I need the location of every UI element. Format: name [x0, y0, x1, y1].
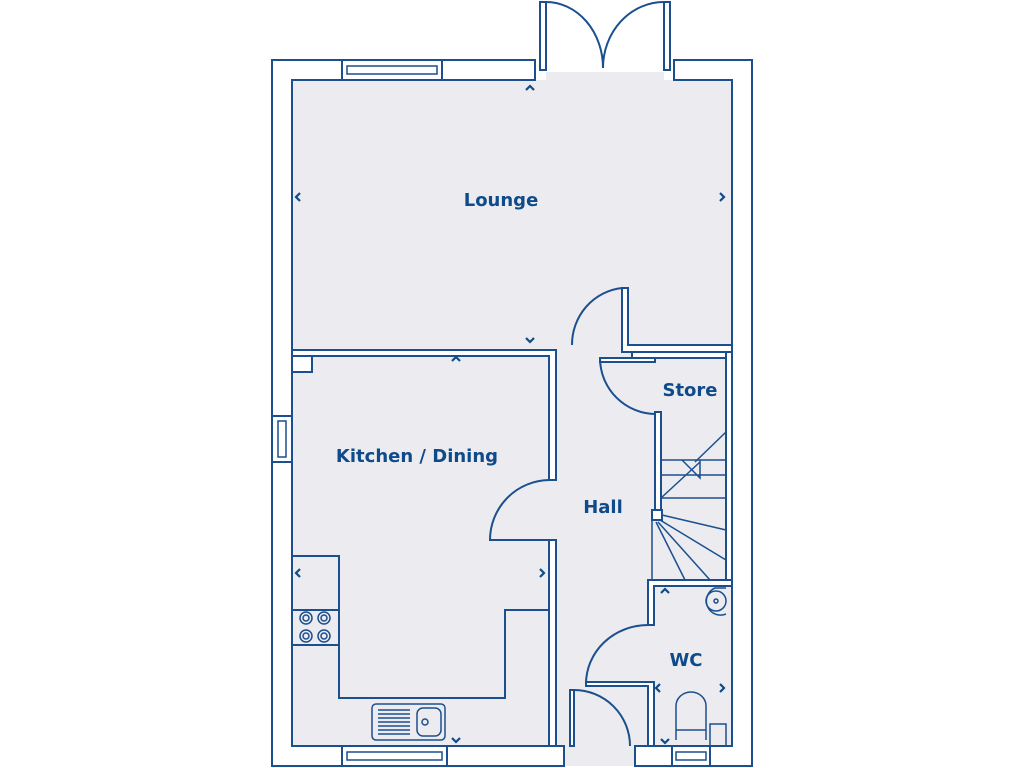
room-label-store: Store [662, 380, 717, 401]
window-top [341, 59, 443, 81]
toilet-icon [675, 691, 727, 747]
window-bottom [341, 745, 448, 767]
floor-area [292, 80, 732, 746]
kitchen-counter [292, 555, 549, 699]
basin-icon [705, 587, 727, 616]
door-swings [488, 287, 657, 747]
window-wc [671, 745, 711, 767]
room-label-lounge: Lounge [464, 190, 539, 211]
window-left [271, 415, 293, 463]
outer-walls [271, 59, 753, 767]
room-label-kitchen-dining: Kitchen / Dining [336, 446, 498, 467]
room-label-wc: WC [669, 650, 702, 671]
hob-icon [299, 611, 331, 643]
staircase [651, 431, 727, 581]
dimension-markers [294, 84, 726, 745]
french-doors [539, 1, 671, 71]
sink-icon [371, 703, 446, 741]
room-label-hall: Hall [583, 497, 623, 518]
